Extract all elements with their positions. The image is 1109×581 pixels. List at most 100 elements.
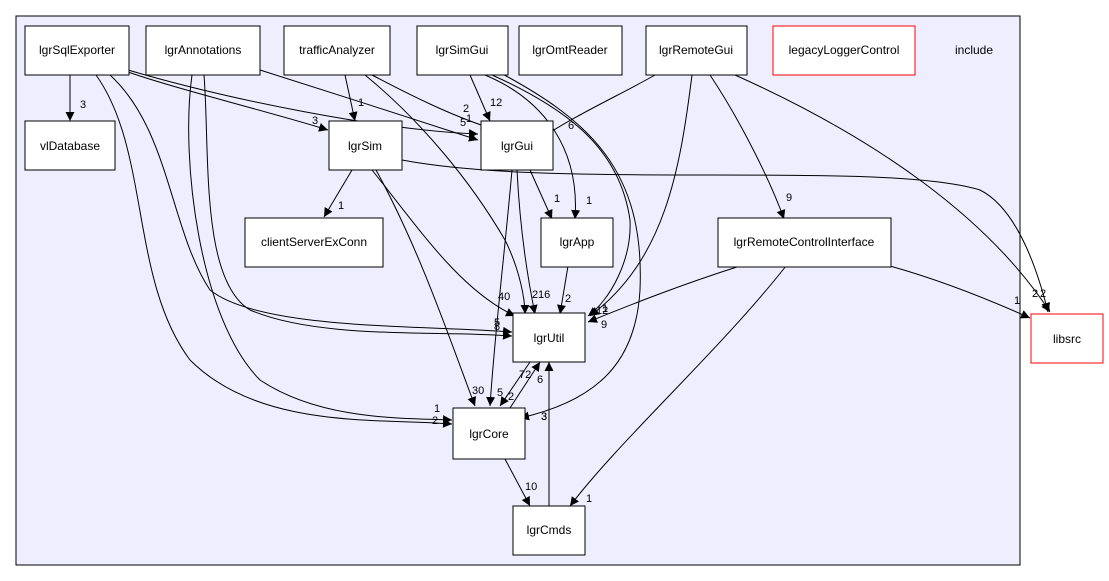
node-lgrRemoteControlInterface[interactable]: lgrRemoteControlInterface	[717, 217, 892, 268]
edge-core-util	[509, 361, 541, 409]
node-legacyLoggerControl[interactable]: legacyLoggerControl	[772, 25, 916, 76]
edge-label-gui-core: 5	[497, 387, 503, 399]
edge-sim-core	[375, 169, 477, 407]
node-lgrOmtReader[interactable]: lgrOmtReader	[518, 25, 623, 76]
edge-label-sqlexp-core: 2	[432, 415, 438, 427]
svg-text:lgrCmds: lgrCmds	[527, 523, 572, 537]
edge-remgui-libsrc	[734, 74, 1051, 313]
edge-label-sim-libsrc: 2	[1032, 288, 1038, 300]
edge-traffic-sim	[344, 74, 358, 122]
node-lgrSqlExporter[interactable]: lgrSqlExporter	[24, 25, 130, 76]
svg-text:lgrRemoteGui: lgrRemoteGui	[659, 43, 733, 57]
edges	[65, 69, 1051, 507]
edge-labels: 3 3 5 5 2 1 8 1 1 2 2 12 1 12 3 6 9 1 2 …	[80, 97, 1046, 505]
edge-app-util	[557, 265, 569, 315]
edge-gui-util	[516, 169, 538, 315]
edge-traffic-util	[364, 74, 530, 315]
svg-text:vlDatabase: vlDatabase	[40, 139, 100, 153]
node-lgrApp[interactable]: lgrApp	[540, 217, 614, 268]
edge-gui-core	[486, 169, 513, 407]
edge-label-rci-libsrc: 1	[1014, 295, 1020, 307]
node-libsrc[interactable]: libsrc	[1030, 313, 1104, 364]
edge-sim-csex	[323, 169, 353, 218]
edge-label-remgui-rci: 9	[786, 192, 792, 204]
edge-util-core	[499, 361, 531, 407]
svg-text:trafficAnalyzer: trafficAnalyzer	[299, 43, 375, 57]
node-vlDatabase[interactable]: vlDatabase	[24, 120, 116, 171]
edge-annot-util	[203, 74, 513, 340]
node-lgrGui[interactable]: lgrGui	[480, 120, 554, 171]
edge-rci-libsrc	[889, 265, 1031, 319]
svg-text:lgrRemoteControlInterface: lgrRemoteControlInterface	[734, 235, 875, 249]
edge-label-traffic-gui: 2	[463, 103, 469, 115]
edge-label-sim-core: 30	[472, 385, 484, 397]
svg-text:lgrUtil: lgrUtil	[534, 331, 565, 345]
edge-label-rci-cmds: 1	[586, 493, 592, 505]
svg-text:libsrc: libsrc	[1053, 332, 1081, 346]
edge-label-core-util: 72	[519, 369, 531, 381]
edge-label-core-cmds: 10	[525, 481, 537, 493]
include-cluster	[15, 15, 1021, 566]
edge-label-sqlexp-sim: 3	[312, 115, 318, 127]
edge-label-traffic-sim: 1	[358, 97, 364, 109]
svg-text:clientServerExConn: clientServerExConn	[261, 235, 367, 249]
node-clientServerExConn[interactable]: clientServerExConn	[244, 217, 384, 268]
edge-rci-util	[587, 265, 741, 323]
node-lgrSim[interactable]: lgrSim	[328, 120, 403, 171]
edge-label-annot-core: 1	[434, 403, 440, 415]
node-lgrUtil[interactable]: lgrUtil	[512, 312, 586, 363]
edge-remgui-rci	[709, 74, 786, 220]
edge-label-gui-util: 16	[538, 289, 550, 301]
edge-rci-cmds	[569, 265, 787, 507]
svg-text:legacyLoggerControl: legacyLoggerControl	[789, 43, 900, 57]
node-trafficAnalyzer[interactable]: trafficAnalyzer	[283, 25, 391, 76]
node-lgrCore[interactable]: lgrCore	[452, 407, 526, 460]
svg-text:lgrGui: lgrGui	[501, 139, 533, 153]
edge-label-sim-util: 40	[498, 291, 510, 303]
edge-simgui-app	[484, 74, 581, 220]
edge-label-simgui-core: 3	[541, 411, 547, 423]
edge-remgui-util	[589, 74, 693, 317]
edge-label-annot-util: 8	[494, 321, 500, 333]
edge-label-rci-util: 9	[601, 319, 607, 331]
edge-label-annot-gui: 1	[466, 113, 472, 125]
svg-text:lgrAnnotations: lgrAnnotations	[165, 43, 242, 57]
svg-text:lgrOmtReader: lgrOmtReader	[532, 43, 607, 57]
edge-simgui-util	[491, 74, 631, 317]
edge-traffic-gui	[371, 74, 491, 130]
edge-label-simgui-app: 1	[586, 195, 592, 207]
edge-simgui-gui	[469, 74, 491, 122]
svg-text:lgrSqlExporter: lgrSqlExporter	[39, 43, 115, 57]
edge-label-remgui-util: 1	[602, 303, 608, 315]
svg-text:lgrSimGui: lgrSimGui	[436, 43, 489, 57]
svg-text:lgrApp: lgrApp	[560, 235, 595, 249]
node-lgrAnnotations[interactable]: lgrAnnotations	[145, 25, 261, 76]
edge-simgui-core	[494, 69, 641, 421]
edge-sim-libsrc	[401, 159, 1051, 313]
edge-label-simgui-util: 12	[596, 305, 608, 317]
edge-label-traffic-util: 2	[532, 289, 538, 301]
edge-label-simgui-gui: 12	[490, 97, 502, 109]
node-lgrCmds[interactable]: lgrCmds	[512, 505, 586, 556]
edge-label-remgui-libsrc: 2	[1040, 288, 1046, 300]
node-lgrSimGui[interactable]: lgrSimGui	[416, 25, 509, 76]
edge-label-sqlexp-gui: 5	[460, 117, 466, 129]
edge-annot-gui	[259, 69, 479, 142]
edge-label-sqlexp-util: 5	[494, 317, 500, 329]
edge-label-util-core: 2	[508, 391, 514, 403]
edge-core-cmds	[504, 458, 531, 507]
edge-label-sim-csex: 1	[338, 200, 344, 212]
edge-label-app-util: 2	[565, 293, 571, 305]
edge-sim-util	[371, 169, 516, 317]
edge-label-core-util-b: 6	[537, 374, 543, 386]
edge-sqlexp-util	[109, 74, 513, 336]
nodes: lgrSqlExporter lgrAnnotations trafficAna…	[24, 25, 1104, 556]
edge-sqlexp-core	[95, 74, 453, 428]
edge-sqlexp-sim	[127, 71, 329, 132]
edge-label-sqlexp-vldb: 3	[80, 99, 86, 111]
edge-label-cmds-util: 3	[541, 411, 547, 423]
node-lgrRemoteGui[interactable]: lgrRemoteGui	[645, 25, 748, 76]
cluster-label: include	[955, 43, 993, 57]
svg-text:lgrSim: lgrSim	[348, 139, 382, 153]
